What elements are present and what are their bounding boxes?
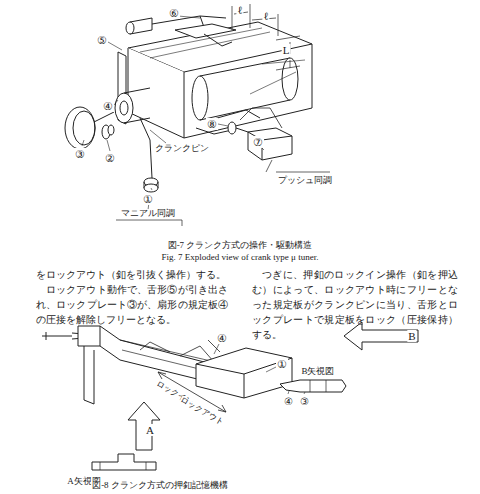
callout-number: ⑤ [96, 34, 108, 46]
view-label: B矢視図 [300, 367, 335, 377]
callout-number: ⑧ [206, 118, 218, 130]
body-text: をロックアウト（釦を引抜く操作）する。 [36, 267, 228, 282]
callout-number: ③ [299, 396, 310, 407]
body-text: つぎに、押釦のロックイン操作（釦を押込む）によって、ロックアウト時にフリーとなっ… [252, 267, 458, 342]
body-text: ロックアウト動作で、舌形⑤が引き出され、ロックプレート③が、扇形の規定板④の圧接… [36, 282, 228, 327]
callout-number: ② [104, 152, 116, 164]
part-label: マニアル同調 [120, 209, 176, 219]
part-label: プッシュ同調 [277, 176, 333, 186]
callout-number: ④ [102, 100, 114, 112]
figure-caption: Fig. 7 Exploded view of crank type μ tun… [161, 253, 320, 263]
callout-number: ① [276, 358, 288, 370]
figure-caption: 図-7 クランク方式の操作・駆動構造 [167, 241, 314, 251]
arrow-label: ロックアウト [178, 396, 226, 429]
dimension-label: L [282, 44, 291, 56]
arrow-label: A [145, 424, 155, 436]
callout-number: ① [142, 193, 154, 205]
callout-number: ④ [216, 332, 228, 344]
arrow-label: B [407, 330, 416, 342]
figure-caption: 図-8 クランク方式の押釦記憶機構 [91, 481, 229, 491]
callout-number: ④ [283, 396, 294, 407]
dimension-label: ℓ [236, 4, 243, 16]
callout-number: ③ [74, 148, 86, 160]
part-label: クランクピン [154, 144, 210, 154]
callout-number: ⑥ [168, 7, 180, 19]
dimension-label: ℓ [262, 10, 269, 22]
callout-number: ⑦ [252, 136, 264, 148]
